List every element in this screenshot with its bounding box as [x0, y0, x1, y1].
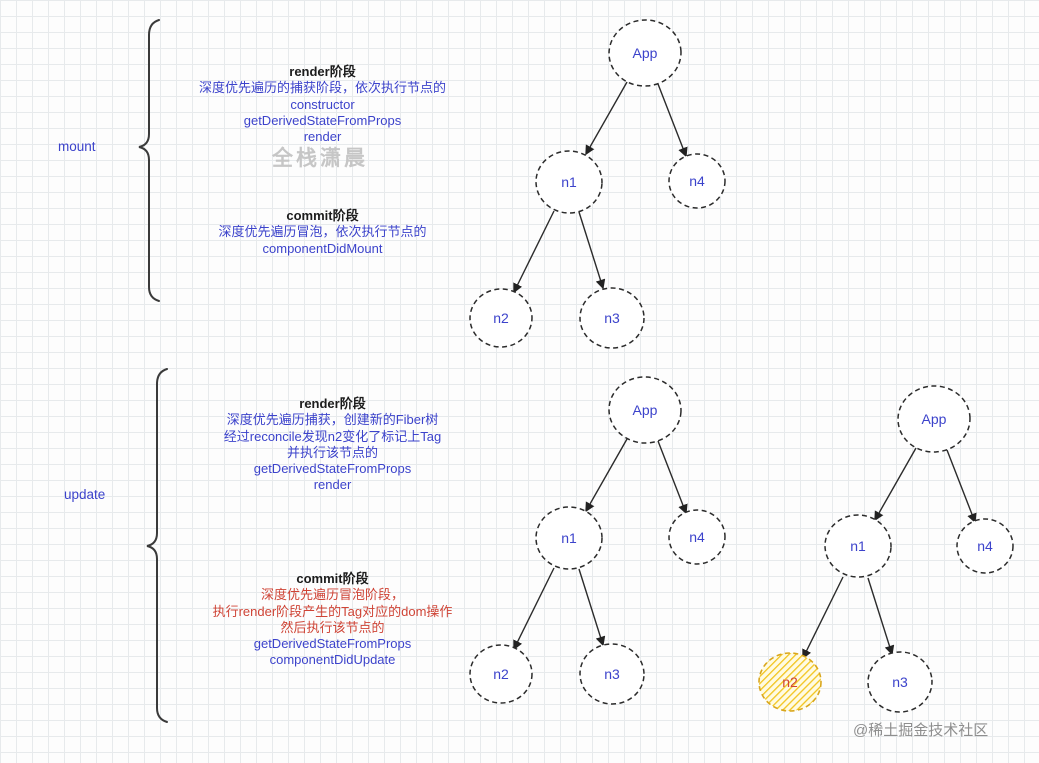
edge-n1-n3	[578, 211, 606, 290]
update-render-title: render阶段	[299, 396, 366, 411]
node-n4	[668, 153, 726, 209]
node-n2	[469, 644, 533, 704]
mount-render-text: render阶段 深度优先遍历的捕获阶段，依次执行节点的 constructor…	[150, 64, 495, 145]
update-old-tree: App n1 n4 n2 n3	[469, 376, 726, 705]
node-n3	[579, 643, 645, 705]
edge-n1-n2	[513, 567, 555, 651]
node-app	[608, 376, 682, 444]
update-commit-line: componentDidUpdate	[269, 652, 396, 668]
node-app-label: App	[922, 411, 947, 427]
update-label: update	[64, 487, 106, 502]
node-n3-label: n3	[604, 666, 620, 682]
update-render-line: 深度优先遍历捕获，创建新的Fiber树	[226, 412, 439, 428]
mount-commit-title: commit阶段	[286, 208, 359, 223]
node-n4-label: n4	[689, 173, 705, 189]
node-n2-highlighted	[758, 652, 822, 712]
edge-app-n1	[585, 81, 628, 156]
edge-n1-n3	[578, 568, 606, 647]
edge-n1-n2	[513, 210, 555, 294]
node-n1-label: n1	[561, 530, 577, 546]
node-app	[608, 19, 682, 87]
update-render-line: render	[313, 477, 352, 493]
edge-app-n1	[874, 447, 917, 522]
mount-label: mount	[58, 139, 96, 154]
node-n1-label: n1	[561, 174, 577, 190]
mount-render-title: render阶段	[289, 64, 356, 79]
node-n4-label: n4	[977, 538, 993, 554]
mount-tree: App n1 n4 n2 n3	[469, 19, 726, 349]
mount-commit-line: 深度优先遍历冒泡，依次执行节点的	[218, 224, 427, 240]
node-n3	[579, 287, 645, 349]
center-watermark: 全栈潇晨	[272, 147, 368, 170]
edge-n1-n3	[867, 577, 895, 656]
update-commit-title: commit阶段	[296, 571, 369, 586]
edge-n1-n2	[802, 576, 844, 660]
mount-render-line: render	[303, 129, 342, 145]
update-render-line: 经过reconcile发现n2变化了标记上Tag	[223, 428, 442, 444]
update-commit-line: 深度优先遍历冒泡阶段，	[260, 587, 404, 603]
node-n4	[956, 518, 1014, 574]
node-app	[897, 385, 971, 453]
footer-watermark: @稀土掘金技术社区	[853, 722, 989, 739]
node-n2	[469, 288, 533, 348]
node-n1-label: n1	[850, 538, 866, 554]
update-commit-line: 执行render阶段产生的Tag对应的dom操作	[212, 603, 453, 619]
node-n2-label: n2	[782, 674, 798, 690]
node-n2-label: n2	[493, 666, 509, 682]
node-n3-label: n3	[892, 674, 908, 690]
node-n1	[824, 514, 892, 578]
edge-app-n1	[585, 438, 628, 513]
update-render-line: getDerivedStateFromProps	[253, 461, 412, 477]
node-n4-label: n4	[689, 529, 705, 545]
node-n4	[668, 509, 726, 565]
node-n2-label: n2	[493, 310, 509, 326]
node-n1	[535, 506, 603, 570]
node-n3-label: n3	[604, 310, 620, 326]
update-brace	[146, 368, 168, 723]
update-new-tree: App n1 n4 n2 n3	[758, 385, 1014, 713]
node-n3	[867, 651, 933, 713]
node-n1	[535, 150, 603, 214]
update-commit-line: 然后执行该节点的	[280, 619, 385, 635]
update-render-line: 并执行该节点的	[286, 444, 378, 460]
node-app-label: App	[633, 45, 658, 61]
mount-commit-text: commit阶段 深度优先遍历冒泡，依次执行节点的 componentDidMo…	[150, 208, 495, 257]
edge-app-n4	[946, 449, 977, 524]
update-commit-line: getDerivedStateFromProps	[253, 636, 412, 652]
edge-app-n4	[657, 440, 688, 515]
node-app-label: App	[633, 402, 658, 418]
mount-render-line: getDerivedStateFromProps	[243, 112, 402, 128]
update-render-text: render阶段 深度优先遍历捕获，创建新的Fiber树 经过reconcile…	[160, 396, 505, 494]
mount-render-line: constructor	[290, 96, 355, 112]
mount-brace	[138, 19, 160, 302]
edge-app-n4	[657, 83, 688, 158]
mount-commit-line: componentDidMount	[262, 240, 383, 256]
update-commit-text: commit阶段 深度优先遍历冒泡阶段， 执行render阶段产生的Tag对应的…	[160, 571, 505, 669]
mount-render-line: 深度优先遍历的捕获阶段，依次执行节点的	[198, 80, 446, 96]
